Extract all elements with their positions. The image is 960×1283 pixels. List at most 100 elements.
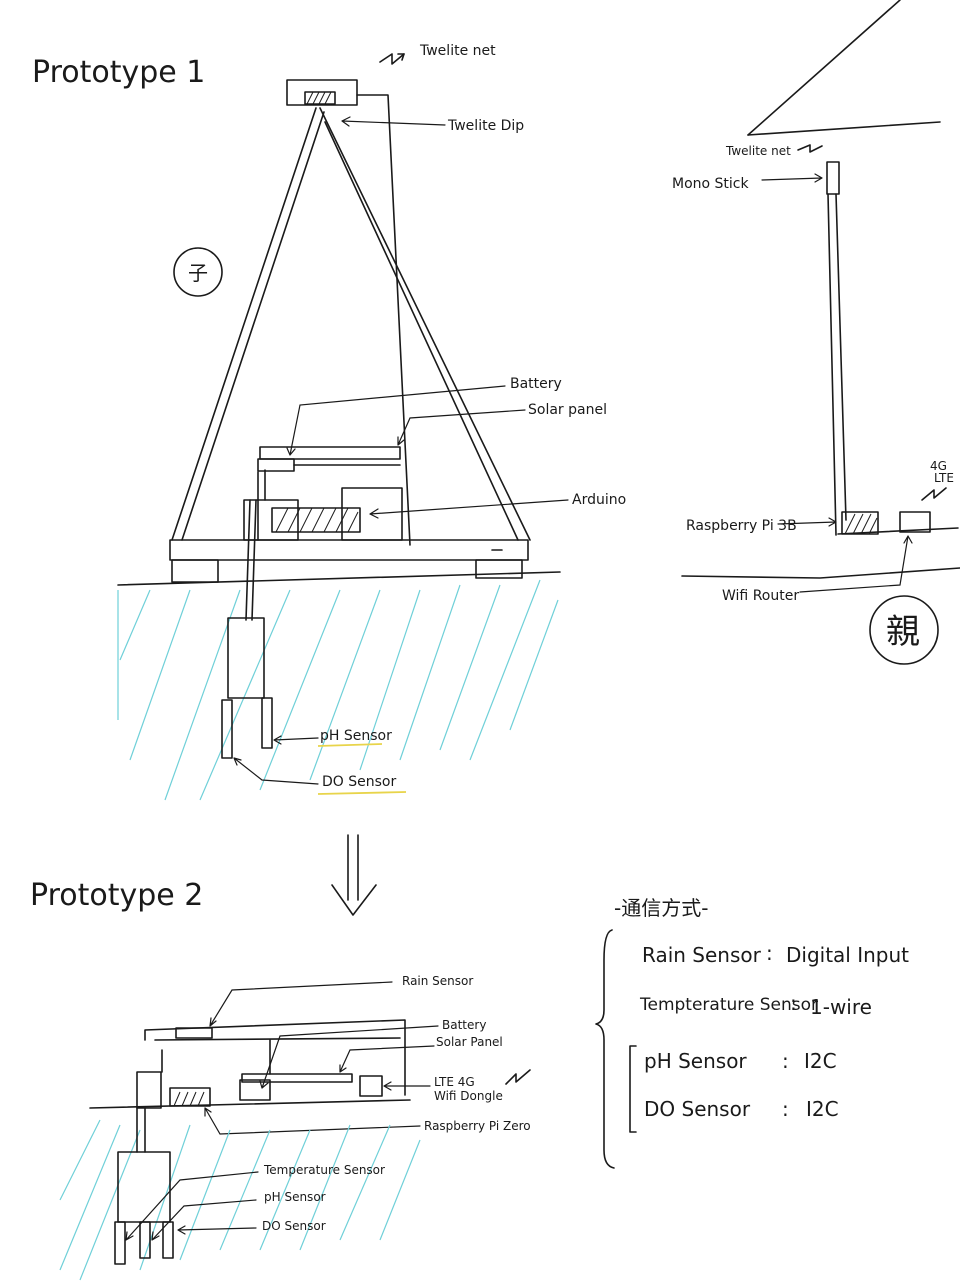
- lte-zigzag-icon-2: [505, 1069, 531, 1085]
- arrow-mono-stick: [761, 173, 823, 183]
- comm-row-0-sep: :: [766, 941, 773, 965]
- probe-2-cable: [136, 1107, 146, 1153]
- enclosure-2-left: [136, 1071, 162, 1109]
- comm-bracket-inner: [629, 1045, 637, 1133]
- rain-sensor-shape: [175, 1027, 213, 1039]
- comm-row-1-sensor: Tempterature Sensor: [639, 995, 818, 1015]
- down-arrow-shaft: [347, 834, 359, 901]
- temperature-sensor-shape: [114, 1221, 126, 1265]
- arrow-raspberry-pi-zero: [204, 1107, 421, 1135]
- pi-zero-board: [169, 1087, 211, 1107]
- lte-dongle-shape: [359, 1075, 383, 1097]
- raspberry-pi-zero-box: [239, 1079, 271, 1101]
- arrow-lte-dongle: [383, 1081, 431, 1091]
- pole: [827, 193, 847, 536]
- arrow-ph-sensor: [273, 735, 319, 745]
- arrow-wifi-router: [799, 535, 913, 593]
- roof-eave: [747, 121, 941, 136]
- float-right: [475, 559, 523, 579]
- label-do-sensor-2: DO Sensor: [262, 1219, 326, 1233]
- label-ph-sensor-1: pH Sensor: [320, 728, 392, 744]
- twelite-dip-chip: [304, 91, 336, 105]
- shelf-line: [837, 527, 959, 535]
- down-arrow-head: [331, 884, 377, 916]
- parent-station-diagram: Twelite net Mono Stick 4G LTE Raspberry …: [672, 0, 960, 665]
- label-arduino: Arduino: [572, 492, 626, 508]
- tripod-leg-left-inner: [181, 111, 325, 541]
- label-raspberry-pi-3b: Raspberry Pi 3B: [686, 518, 797, 534]
- comm-bracket-outer: [595, 929, 615, 1169]
- do-sensor-shape: [221, 699, 233, 759]
- arduino-board: [271, 507, 361, 533]
- probe-housing: [227, 617, 265, 699]
- arrow-battery-2: [259, 1025, 439, 1089]
- wifi-router-shape: [899, 511, 931, 533]
- arrow-rain-sensor: [209, 981, 393, 1027]
- float-left: [171, 559, 219, 583]
- arrow-temperature-sensor: [125, 1171, 259, 1241]
- prototype2-title: Prototype 2: [30, 878, 203, 913]
- water-hatching: [117, 579, 559, 801]
- ph-sensor-shape: [261, 697, 273, 749]
- dip-cable: [356, 94, 411, 546]
- label-mono-stick: Mono Stick: [672, 176, 749, 192]
- enclosure-left: [243, 499, 299, 541]
- comm-row-3-sep: :: [782, 1097, 789, 1121]
- label-do-sensor-1: DO Sensor: [322, 774, 396, 790]
- label-rain-sensor: Rain Sensor: [402, 974, 473, 988]
- comm-row-2-method: I2C: [804, 1049, 837, 1073]
- probe-cable: [245, 499, 257, 621]
- water-surface: [117, 571, 561, 586]
- parent-mark: 親: [886, 612, 920, 652]
- down-arrow: [331, 834, 377, 916]
- stack-wires: [257, 469, 266, 541]
- label-lte-line1: 4G: [930, 459, 947, 473]
- pi-3b-hatch: [844, 513, 878, 535]
- label-twelite-net-1: Twelite net: [419, 43, 496, 59]
- roof-line: [747, 0, 901, 136]
- comm-row-0-method: Digital Input: [786, 943, 909, 967]
- comm-row-0-sensor: Rain Sensor: [642, 943, 762, 967]
- label-lte: 4G LTE: [930, 459, 954, 485]
- ph-sensor-2-shape: [139, 1221, 151, 1259]
- label-ph-sensor-2: pH Sensor: [264, 1190, 326, 1204]
- label-temperature-sensor: Temperature Sensor: [263, 1163, 385, 1177]
- comm-row-1-method: 1-wire: [810, 995, 872, 1019]
- tripod-leg-right-outer: [319, 107, 531, 541]
- arrow-do-sensor: [233, 757, 319, 785]
- mono-stick-shape: [826, 161, 840, 195]
- frame-wires: [161, 1039, 271, 1075]
- do-sensor-2-shape: [162, 1221, 174, 1259]
- lte-zigzag-icon: [921, 487, 947, 501]
- prototype1-title: Prototype 1: [32, 55, 205, 90]
- comm-row-3-method: I2C: [806, 1097, 839, 1121]
- parent-mark-circle: [869, 595, 939, 665]
- pi-zero-hatch: [173, 1091, 205, 1107]
- comm-row-3-sensor: DO Sensor: [644, 1097, 751, 1121]
- label-lte-line: LTE 4G: [434, 1075, 475, 1089]
- arrow-battery: [286, 385, 506, 456]
- twelite-dip-box: [286, 79, 358, 106]
- probe-2-housing: [117, 1151, 171, 1223]
- arrow-ph-sensor-2: [151, 1199, 257, 1241]
- tripod-leg-left-outer: [171, 107, 317, 541]
- label-wifi-dongle-line: Wifi Dongle: [434, 1089, 503, 1103]
- label-lte-wifi-dongle: LTE 4G Wifi Dongle: [434, 1075, 503, 1103]
- battery-line: [154, 1037, 401, 1041]
- water-hatching-2: [59, 1119, 421, 1281]
- label-twelite-net-2: Twelite net: [725, 144, 791, 158]
- highlight-ph: [317, 743, 383, 747]
- base-platform: [169, 539, 529, 561]
- arrow-arduino: [369, 499, 569, 519]
- comm-row-2-sep: :: [782, 1049, 789, 1073]
- solar-panel-2-shape: [241, 1073, 353, 1083]
- label-solar-panel: Solar panel: [528, 402, 607, 418]
- arrow-do-sensor-2: [177, 1225, 257, 1235]
- communication-panel: -通信方式- Rain Sensor : Digital Input Tempt…: [595, 896, 909, 1169]
- twelite-dip-hatch: [306, 91, 332, 105]
- prototype1-diagram: Prototype 1 Twelite net Twelite Dip 子: [32, 43, 626, 801]
- prototype2-diagram: Prototype 2 Rain Sensor Battery Solar Pa…: [30, 878, 531, 1281]
- child-mark-circle: [173, 247, 223, 297]
- label-wifi-router: Wifi Router: [722, 588, 799, 604]
